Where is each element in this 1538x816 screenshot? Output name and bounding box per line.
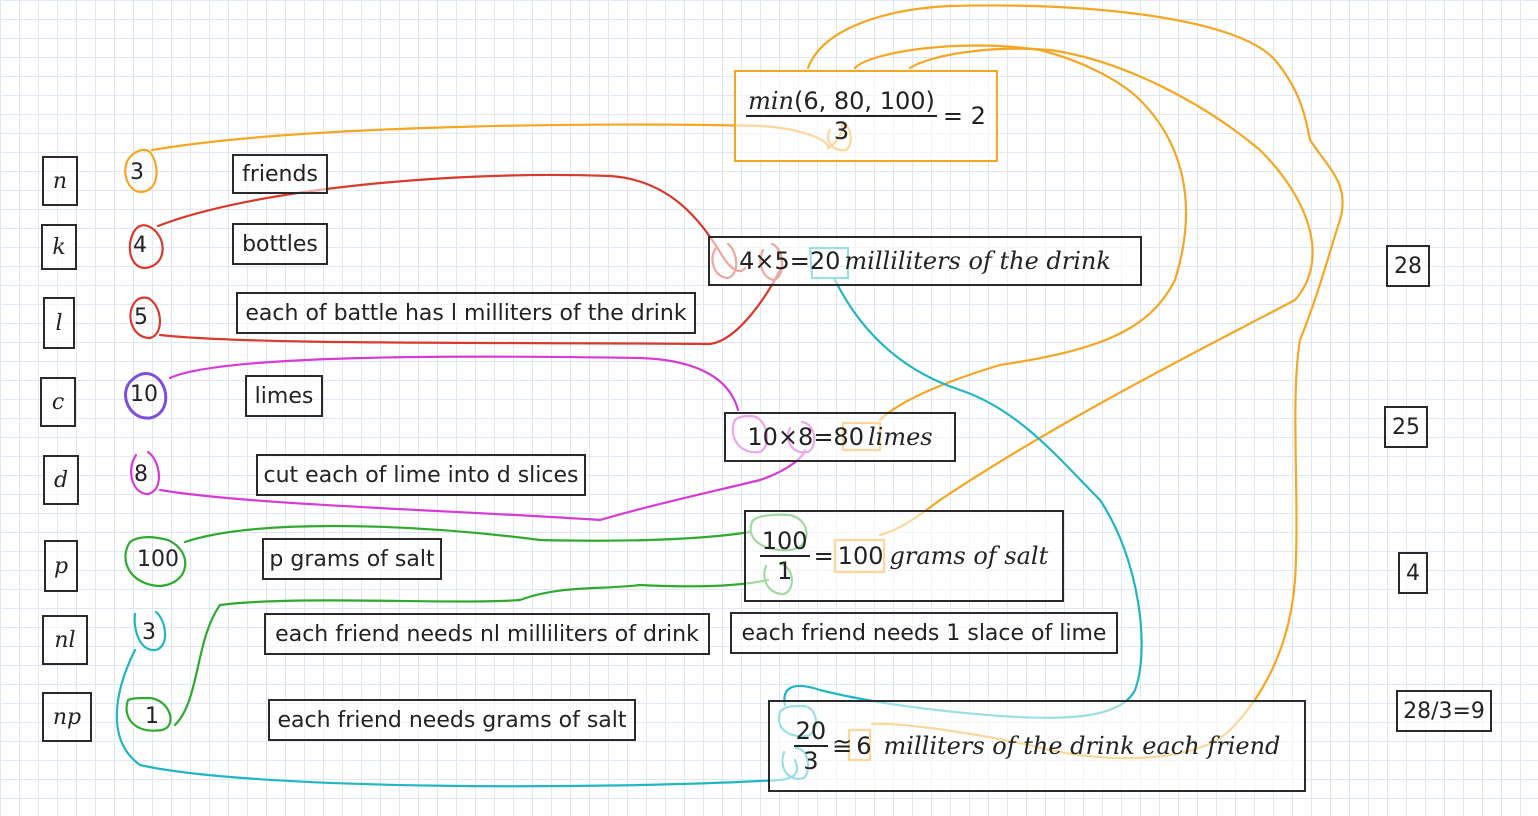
min-denominator: 3 (833, 117, 850, 145)
note-lime-per-friend: each friend needs 1 slace of lime (730, 612, 1118, 654)
var-value-nl: 3 (142, 620, 156, 645)
salt-fraction: 100 1 (759, 527, 810, 585)
equation-per-friend-box: 20 3 ≅ 6 milliters of the drink each fri… (768, 700, 1306, 792)
red-circle-5 (129, 296, 161, 340)
var-symbol-np: np (42, 692, 92, 742)
var-symbol-n: n (42, 156, 78, 206)
var-value-c: 10 (130, 382, 158, 407)
desc-drink-per-friend: each friend needs nl milliliters of drin… (264, 613, 710, 655)
equation-min-box: min(6, 80, 100) 3 = 2 (734, 70, 998, 162)
side-value-4: 4 (1398, 552, 1428, 594)
side-value-25: 25 (1384, 406, 1428, 448)
red-circle-4 (128, 224, 164, 270)
var-symbol-text: np (52, 704, 82, 730)
green-circle-1 (125, 696, 172, 732)
drink-result: 20 (809, 247, 841, 275)
equation-min-fraction: min(6, 80, 100) 3 (746, 87, 937, 145)
per-friend-unit: milliters of the drink each friend (883, 732, 1281, 760)
equation-min-numerator: min(6, 80, 100) (746, 87, 937, 117)
salt-eq: = (813, 542, 834, 570)
desc-slices: cut each of lime into d slices (256, 454, 586, 496)
var-symbol-text: k (52, 234, 66, 260)
min-result: = 2 (942, 102, 986, 130)
desc-bottles: bottles (232, 223, 328, 265)
limes-unit: limes (867, 423, 933, 451)
var-symbol-text: nl (54, 627, 76, 653)
salt-result: 100 (837, 542, 884, 570)
var-symbol-text: l (55, 310, 63, 336)
equation-drink-box: 4 × 5 = 20 milliliters of the drink (708, 236, 1142, 286)
var-symbol-text: n (52, 168, 68, 194)
per-friend-fraction: 20 3 (793, 717, 829, 775)
desc-friends: friends (232, 154, 328, 194)
per-friend-numerator: 20 (793, 717, 829, 747)
var-value-l: 5 (134, 305, 148, 330)
desc-milliliters: each of battle has l milliters of the dr… (236, 292, 696, 334)
var-symbol-p: p (44, 540, 78, 592)
green-stroke (173, 578, 770, 727)
desc-salt: p grams of salt (262, 538, 442, 580)
drink-b: 5 (774, 247, 790, 275)
green-stroke (183, 524, 752, 544)
min-func: min (748, 87, 794, 115)
per-friend-denominator: 3 (803, 747, 819, 775)
limes-eq: = (813, 423, 834, 451)
purple-circle-10 (124, 372, 168, 420)
var-value-d: 8 (134, 462, 148, 487)
var-symbol-d: d (43, 455, 79, 505)
var-value-k: 4 (133, 233, 147, 258)
desc-salt-per-friend: each friend needs grams of salt (268, 699, 636, 741)
limes-op: × (777, 423, 799, 451)
desc-limes: limes (245, 375, 323, 417)
var-symbol-k: k (41, 224, 77, 270)
var-symbol-l: l (43, 297, 75, 349)
equation-salt-box: 100 1 = 100 grams of salt (744, 510, 1064, 602)
var-symbol-text: p (53, 553, 69, 579)
drink-op: × (754, 247, 775, 275)
limes-a: 10 (747, 423, 778, 451)
orange-stroke (878, 47, 1314, 537)
equation-limes-box: 10 × 8 = 80 limes (724, 412, 956, 462)
red-stroke (158, 268, 782, 346)
side-value-28: 28 (1386, 245, 1430, 287)
drink-unit: milliliters of the drink (844, 247, 1111, 275)
limes-result: 80 (833, 423, 864, 451)
cyan-circle-3 (133, 610, 167, 652)
salt-denominator: 1 (777, 557, 793, 585)
cyan-stroke (783, 278, 1143, 719)
drink-a: 4 (739, 247, 755, 275)
orange-circle-3 (124, 148, 158, 194)
var-value-p: 100 (137, 547, 179, 572)
green-circle-100 (124, 536, 187, 588)
var-symbol-text: c (51, 389, 65, 415)
magenta-stroke (168, 355, 740, 412)
side-value-28-div-3: 28/3=9 (1396, 690, 1492, 732)
salt-unit: grams of salt (889, 542, 1049, 570)
per-friend-approx: ≅ (832, 732, 853, 760)
var-value-np: 1 (145, 704, 159, 729)
magenta-stroke (158, 448, 807, 522)
min-args: (6, 80, 100) (794, 87, 935, 115)
var-symbol-c: c (40, 377, 76, 427)
var-symbol-text: d (53, 467, 69, 493)
per-friend-result: 6 (856, 732, 872, 760)
var-symbol-nl: nl (42, 615, 88, 665)
magenta-circle-8 (130, 450, 160, 496)
var-value-n: 3 (130, 160, 144, 185)
orange-stroke (853, 44, 1188, 422)
drink-eq: = (789, 247, 810, 275)
limes-b: 8 (798, 423, 814, 451)
salt-numerator: 100 (759, 527, 810, 557)
